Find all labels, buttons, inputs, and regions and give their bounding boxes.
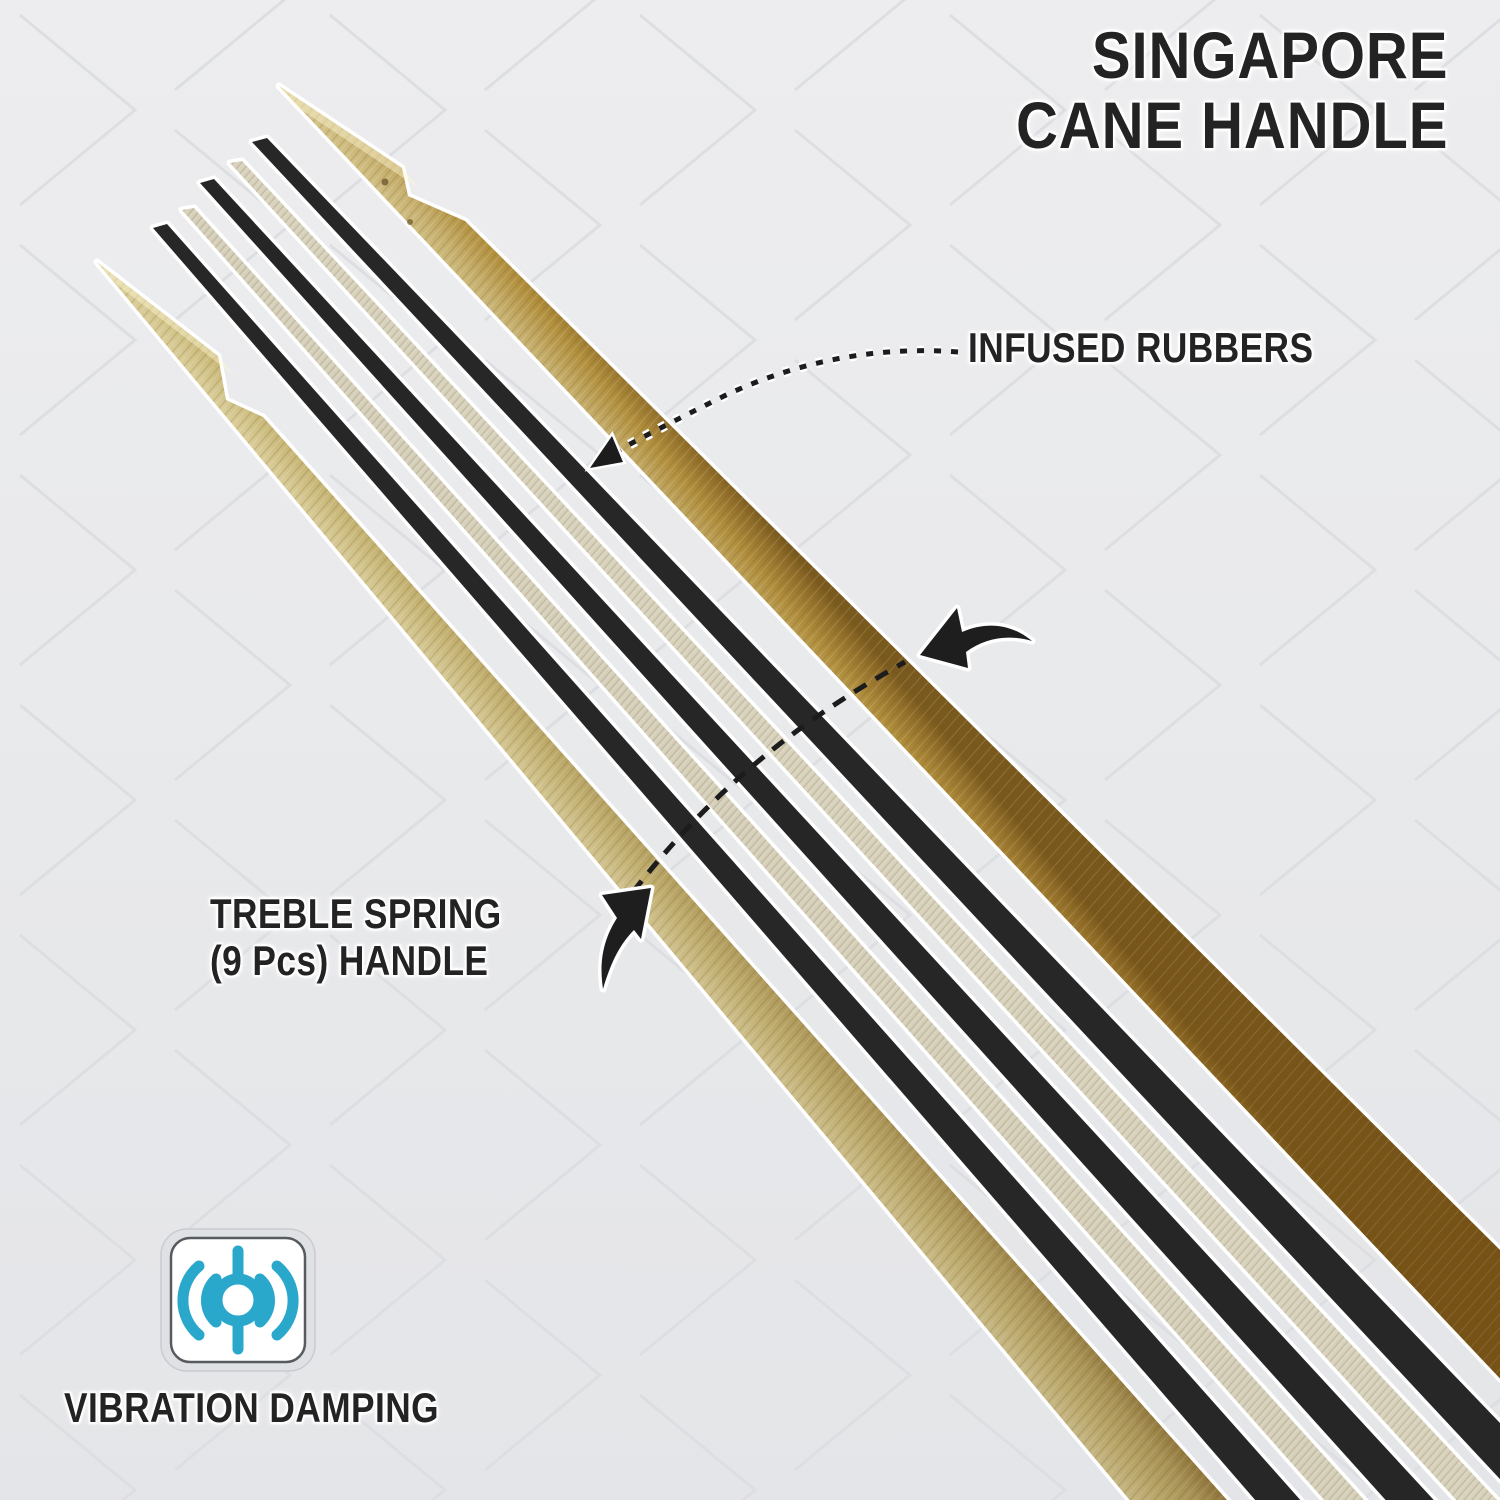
label-treble-line1: TREBLE SPRING: [210, 890, 502, 937]
handle-layers: [93, 82, 1500, 1500]
band-rubber-1: [149, 220, 1305, 1500]
band-cane-right: [275, 82, 1500, 1384]
label-infused-rubbers: INFUSED RUBBERS: [968, 324, 1314, 371]
wood-knot: [381, 178, 389, 186]
band-cane-strip-2: [226, 157, 1500, 1500]
title-line1: SINGAPORE: [1091, 18, 1448, 92]
band-cane-left: [93, 258, 1232, 1500]
band-rubber-2: [196, 175, 1439, 1500]
pointer-arrowhead-icon: [584, 430, 627, 472]
infused-rubbers-pointer: [584, 345, 959, 472]
pointer-dotted-line: [614, 348, 959, 455]
wood-knot: [407, 219, 413, 225]
curved-arrow-upper-icon: [916, 604, 1036, 672]
vibration-damping-badge: [158, 1226, 318, 1374]
label-treble-spring: TREBLE SPRING (9 Pcs) HANDLE: [210, 890, 502, 984]
vibration-waves-icon: [160, 1228, 316, 1372]
title-line2: CANE HANDLE: [1015, 88, 1448, 162]
band-cane-strip-1: [178, 204, 1369, 1500]
page-title: SINGAPORE CANE HANDLE: [1016, 20, 1448, 160]
band-rubber-3: [248, 134, 1500, 1485]
label-treble-line2: (9 Pcs) HANDLE: [210, 937, 489, 984]
curved-arrow-lower-icon: [598, 884, 655, 993]
label-vibration-damping: VIBRATION DAMPING: [64, 1384, 439, 1431]
section-dashed-line: [615, 659, 907, 914]
